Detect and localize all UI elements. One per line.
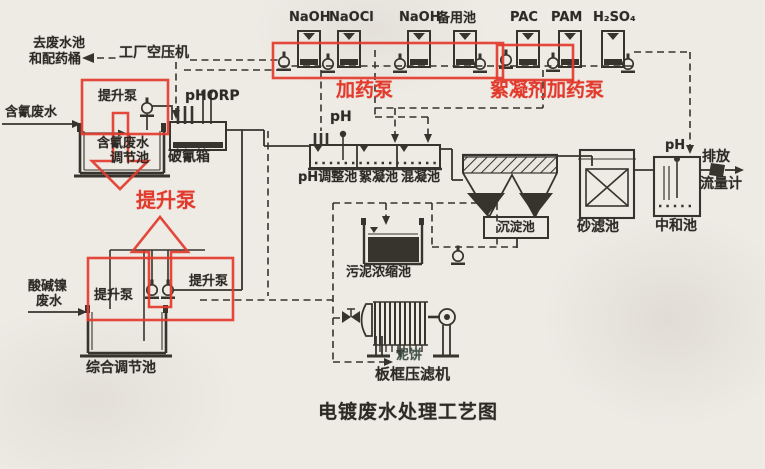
cyanide-tank-label-line2: 调节池 bbox=[110, 151, 150, 166]
lift-pump-icon bbox=[161, 280, 175, 298]
cyanide-wastewater-label: 含氰废水 bbox=[5, 105, 58, 120]
chem-tank-label-naocl: NaOCl bbox=[329, 10, 374, 25]
comprehensive-tank-label: 综合调节池 bbox=[86, 360, 156, 376]
coagulation-tank-label: 混凝池 bbox=[401, 170, 441, 185]
sludge-thickener-label: 污泥浓缩池 bbox=[346, 265, 412, 280]
cyanide-breaker-label: 破氰箱 bbox=[168, 149, 210, 165]
discharge-line-flowmeter bbox=[700, 163, 744, 177]
chemical-tank-icons bbox=[298, 31, 624, 67]
sludge-pump-icon bbox=[451, 246, 465, 264]
coagulation-to-settler-piping bbox=[440, 148, 463, 181]
ph-adjust-flocculation-coagulation-tank-shape bbox=[308, 130, 442, 171]
cyanide-inlet-line bbox=[2, 120, 81, 128]
lift-pump-icon bbox=[145, 280, 159, 298]
chem-tank-label-pac: PAC bbox=[510, 10, 538, 25]
breaker-to-ph-tank-piping bbox=[174, 129, 310, 291]
dest-label-line1: 去废水池 bbox=[33, 36, 86, 51]
chem-tank-label-spare: 备用池 bbox=[437, 11, 477, 26]
flocculation-tank-label: 絮凝池 bbox=[359, 170, 399, 185]
comprehensive-regulating-tank-shape bbox=[80, 305, 172, 358]
discharge-label-line1: 排放 bbox=[702, 149, 730, 165]
dest-label-line2: 和配药桶 bbox=[29, 52, 82, 67]
sedimentation-tank-label: 沉淀池 bbox=[497, 219, 535, 234]
ph-probe-label-neutral: pH bbox=[665, 138, 686, 153]
filter-press-label: 板框压滤机 bbox=[375, 365, 451, 383]
lift-pump-annotation: 提升泵 bbox=[136, 188, 196, 212]
chem-tank-label-pam: PAM bbox=[551, 10, 583, 25]
acid-nickel-inlet-line bbox=[28, 308, 87, 316]
discharge-label-line2: 流量计 bbox=[700, 176, 742, 192]
chem-tank-label-naoh2: NaOH bbox=[399, 10, 441, 25]
lift-pump-label-right: 提升泵 bbox=[189, 274, 229, 289]
diagram-title: 电镀废水处理工艺图 bbox=[318, 401, 499, 423]
ph-adjust-tank-label: pH调整池 bbox=[298, 170, 358, 185]
chem-tank-label-h2so4: H₂SO₄ bbox=[593, 10, 636, 25]
dosing-pump-annotation: 加药泵 bbox=[336, 79, 394, 101]
filter-press-shape bbox=[342, 301, 459, 358]
flocculant-dosing-pump-annotation: 絮凝剂加药泵 bbox=[490, 79, 605, 101]
lift-pump-label-left: 提升泵 bbox=[94, 288, 134, 303]
sludge-thickener-shape bbox=[361, 218, 424, 266]
lift-pump-icon bbox=[140, 98, 154, 116]
lift-pump-label-top: 提升泵 bbox=[98, 89, 138, 104]
red-annotation-boxes bbox=[80, 41, 575, 322]
settler-to-sandfilter-piping bbox=[558, 155, 593, 166]
chem-tank-label-naoh1: NaOH bbox=[289, 10, 331, 25]
mud-cake-label: 泥饼 bbox=[396, 348, 423, 363]
neutralization-tank-label: 中和池 bbox=[655, 218, 697, 234]
cyanide-regulating-tank-shape bbox=[74, 123, 170, 178]
ph-probe-label: pH bbox=[330, 109, 352, 125]
cyanide-breaker-box-shape bbox=[169, 90, 227, 151]
sludge-dashed-lines bbox=[332, 202, 517, 366]
cyanide-tank-label-line1: 含氰废水 bbox=[97, 136, 150, 151]
red-down-arrow bbox=[88, 111, 152, 191]
red-up-arrow bbox=[129, 214, 191, 309]
sand-filter-shape bbox=[578, 148, 636, 220]
ph-orp-label: pHORP bbox=[185, 88, 240, 104]
acid-nickel-label-line2: 废水 bbox=[36, 294, 63, 309]
air-compressor-label: 工厂空压机 bbox=[119, 45, 189, 61]
sand-filter-label: 砂滤池 bbox=[577, 219, 619, 235]
neutralization-tank-shape bbox=[652, 155, 702, 218]
comprehensive-tank-pump-piping bbox=[109, 249, 205, 341]
acid-nickel-label-line1: 酸碱镍 bbox=[28, 279, 68, 294]
sedimentation-tank-shape bbox=[462, 153, 558, 248]
